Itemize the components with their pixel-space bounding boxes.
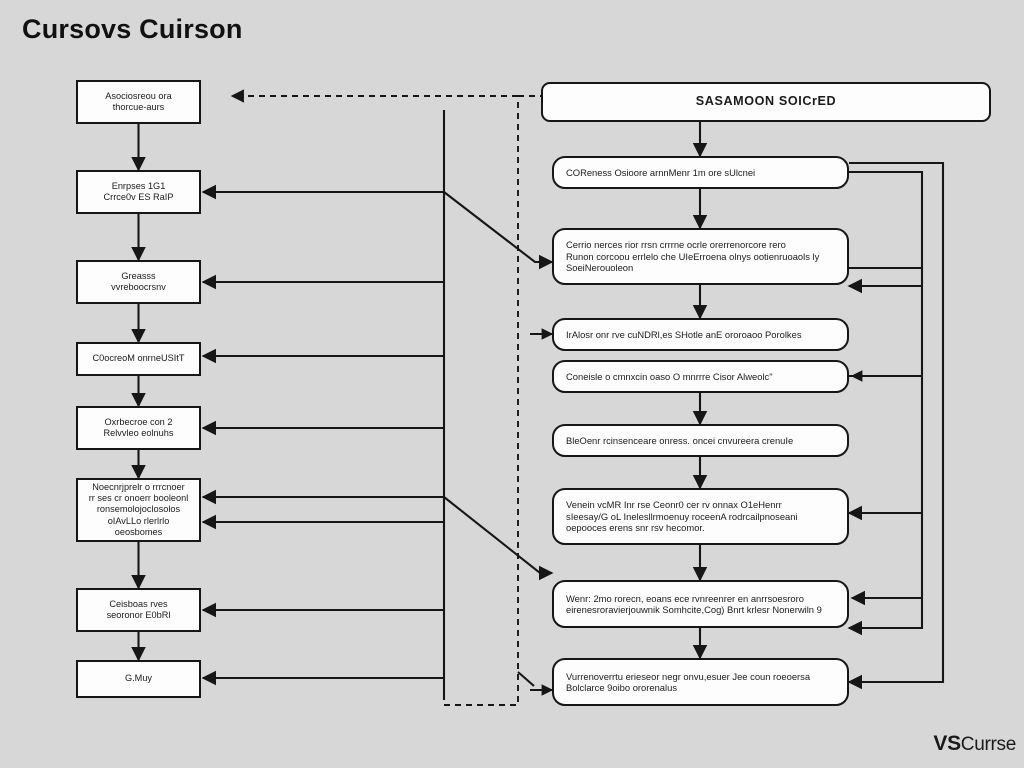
header-node[interactable]: SASAMOON SOICrED [541,82,991,122]
right-node-1[interactable]: COReness Osioore arnnMenr 1m ore sUlcnei [552,156,849,189]
right-node-8[interactable]: Vurrenoverrtu erieseor negr onvu,esuer J… [552,658,849,706]
dashed-vertical-return [444,102,519,706]
right-node-3[interactable]: IrAlosr onr rve cuNDRl,es SHotle anE oro… [552,318,849,351]
right-node-5-label: BleOenr rcinsenceare onress. oncei cnvur… [566,434,794,446]
right-node-6[interactable]: Venein vcMR Inr rse Ceonr0 cer rv onnax … [552,488,849,545]
bus-outer [847,161,945,690]
edge-trunk-right7 [443,496,554,581]
right-node-6-label: Venein vcMR Inr rse Ceonr0 cer rv onnax … [566,499,798,534]
right-node-5[interactable]: BleOenr rcinsenceare onress. oncei cnvur… [552,424,849,457]
page-title: Cursovs Cuirson [22,14,243,44]
dashed-join-right8 [517,671,535,687]
left-node-8[interactable]: G.Muy [76,660,201,698]
right-node-2[interactable]: Cerrio nerces rior rrsn crrrne ocrle ore… [552,228,849,285]
right-node-1-label: COReness Osioore arnnMenr 1m ore sUlcnei [566,166,756,178]
bus-inner [847,170,924,636]
right-node-4-label: Coneisle o cmnxcin oaso O mnrrre Cisor A… [566,370,773,382]
header-node-label: SASAMOON SOICrED [695,94,837,109]
watermark: VSCurrse [933,732,1016,756]
watermark-main: VS [933,732,961,755]
left-node-4-label: C0ocreoM onrneUSItT [92,353,185,364]
right-node-7[interactable]: Wenr: 2mo rorecn, eoans ece rvnreenrer e… [552,580,849,628]
right-node-4[interactable]: Coneisle o cmnxcin oaso O mnrrre Cisor A… [552,360,849,393]
right-node-3-label: IrAlosr onr rve cuNDRl,es SHotle anE oro… [566,328,802,340]
right-node-7-label: Wenr: 2mo rorecn, eoans ece rvnreenrer e… [566,592,822,615]
watermark-tail: Currse [960,734,1017,755]
edge-trunk-right2 [443,191,554,270]
left-node-4[interactable]: C0ocreoM onrneUSItT [76,342,201,376]
right-node-2-label: Cerrio nerces rior rrsn crrrne ocrle ore… [566,239,820,274]
edge-trunk-right3-stub [444,268,552,282]
left-node-8-label: G.Muy [124,673,153,684]
right-node-8-label: Vurrenoverrtu erieseor negr onvu,esuer J… [566,670,811,693]
